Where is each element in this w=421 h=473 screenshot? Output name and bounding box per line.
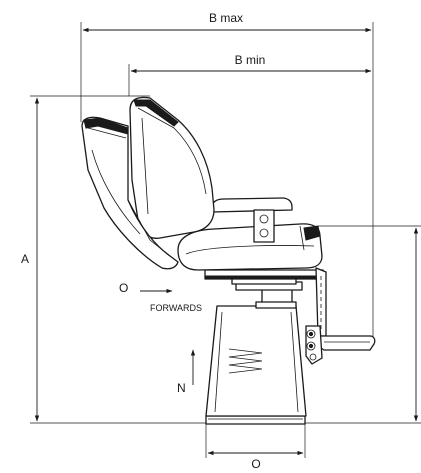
column-neck bbox=[235, 281, 303, 309]
label-a: A bbox=[21, 252, 29, 266]
dimension-b-max: B max bbox=[80, 11, 374, 340]
footrest bbox=[317, 335, 376, 351]
label-b-min: B min bbox=[235, 53, 266, 67]
control-lever bbox=[305, 325, 323, 365]
n-indicator: N bbox=[177, 349, 196, 395]
label-b-max: B max bbox=[209, 11, 243, 25]
dimension-q: Q bbox=[205, 423, 306, 471]
dimension-seat-height bbox=[305, 225, 421, 424]
dimension-b-min: B min bbox=[128, 53, 372, 96]
dimension-a: A bbox=[21, 95, 210, 424]
seat-mechanism bbox=[204, 269, 324, 285]
label-n: N bbox=[177, 381, 186, 395]
backrest-min bbox=[129, 96, 215, 239]
label-o: O bbox=[119, 281, 128, 295]
pedestal-column bbox=[205, 305, 307, 417]
label-forwards: FORWARDS bbox=[150, 303, 202, 313]
base-plate bbox=[205, 415, 306, 425]
rear-support bbox=[315, 267, 327, 337]
armrest bbox=[211, 197, 293, 243]
label-q: Q bbox=[251, 457, 260, 468]
backrest-max bbox=[81, 116, 179, 270]
forwards-indicator: O FORWARDS bbox=[119, 281, 202, 313]
